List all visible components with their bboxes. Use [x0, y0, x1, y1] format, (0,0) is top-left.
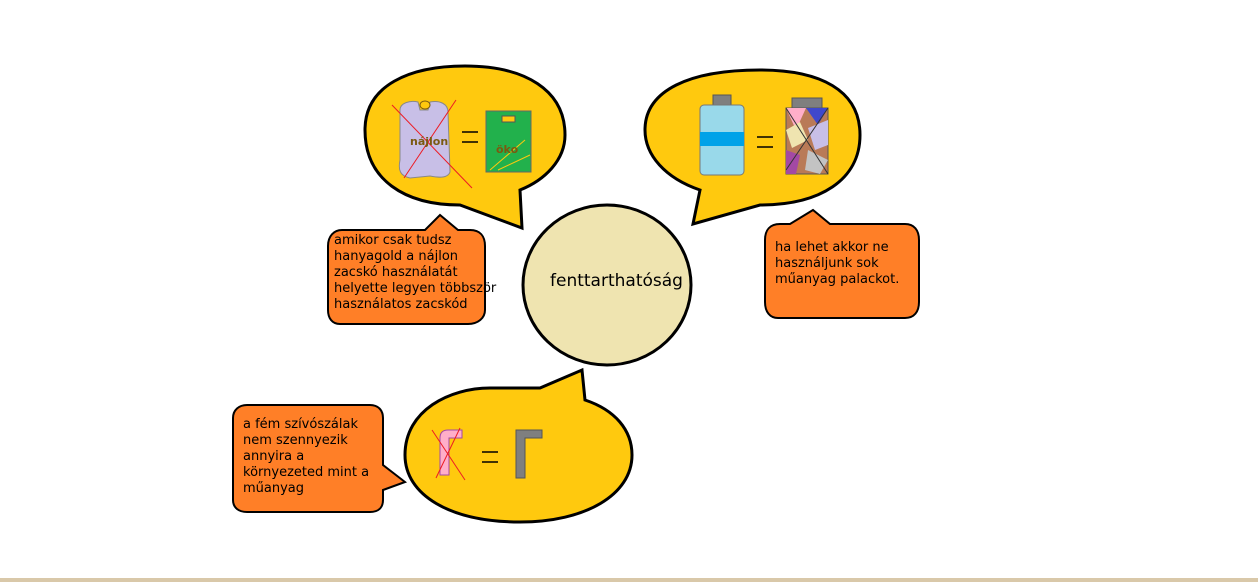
bags-note-bubble	[327, 213, 486, 325]
plastic-bottle-icon	[699, 94, 745, 176]
straws-note-text: a fém szívószálak nem szennyezik annyira…	[243, 417, 370, 496]
reusable-bottle-icon	[785, 97, 829, 175]
equals-sign-straws	[482, 451, 498, 463]
eco-bag-label: öko	[496, 143, 519, 156]
nylon-bag-icon	[391, 99, 473, 189]
center-title: fenttarthatóság	[550, 271, 683, 291]
center-ellipse	[521, 203, 693, 367]
bottles-note-text: ha lehet akkor ne használjunk sok műanya…	[775, 240, 900, 287]
metal-straw-icon	[515, 429, 543, 479]
plastic-straw-icon	[431, 427, 466, 481]
bags-note-text: amikor csak tudsz hanyagold a nájlon zac…	[334, 233, 497, 312]
equals-sign-bags	[462, 131, 478, 143]
bottom-border	[0, 578, 1258, 582]
bottles-note-bubble	[764, 208, 920, 319]
nylon-bag-label: nájlon	[410, 135, 449, 148]
bags-speech-bubble	[363, 64, 567, 231]
straws-note-bubble	[232, 404, 408, 513]
equals-sign-bottles	[757, 136, 773, 148]
eco-bag-icon	[485, 110, 532, 173]
